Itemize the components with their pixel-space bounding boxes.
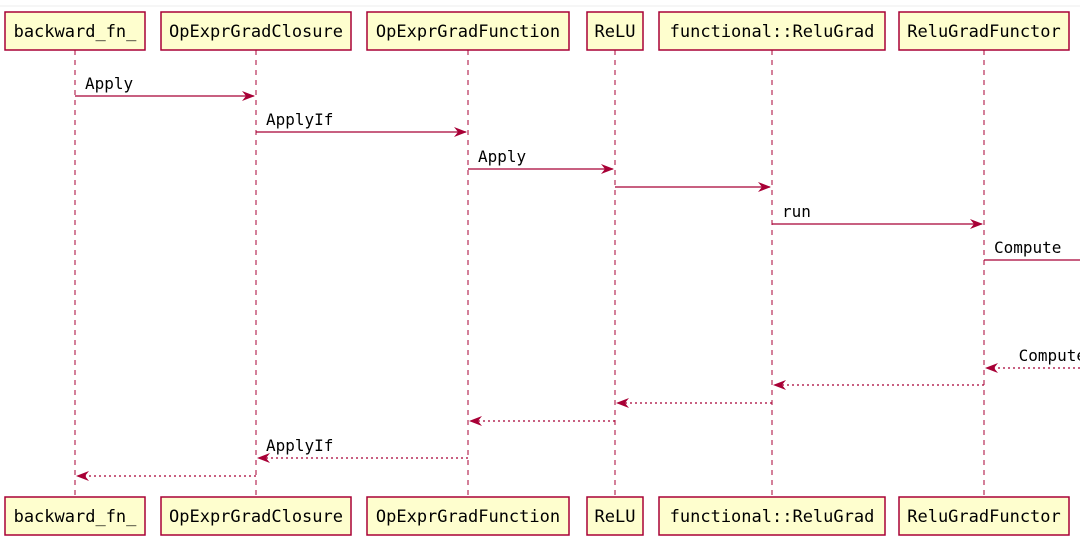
message-label: Apply: [478, 147, 527, 166]
messages: ApplyApplyIfApplyrunComputeComputeApplyI…: [75, 74, 1080, 481]
arrow-head: [970, 219, 983, 229]
arrow-head: [773, 380, 786, 390]
participant-label: ReLU: [595, 22, 636, 42]
participant-relu-bottom: ReLU: [586, 496, 644, 536]
participant-box: [4, 496, 146, 536]
participant-relugradfunctor-bottom: ReluGradFunctor: [898, 496, 1070, 536]
participant-label: ReluGradFunctor: [907, 22, 1061, 42]
arrow-head: [454, 127, 467, 137]
message-arrow: ApplyIf: [256, 110, 467, 137]
message-label: Compute: [994, 238, 1061, 257]
participant-label: OpExprGradFunction: [376, 507, 560, 527]
message-label: Apply: [85, 74, 134, 93]
participants-bottom: backward_fn_ OpExprGradClosure OpExprGradF…: [4, 496, 1070, 536]
participant-opexprgradfunction-bottom: OpExprGradFunction: [366, 496, 570, 536]
participant-box: [4, 11, 146, 51]
message-label: Compute: [1019, 346, 1080, 365]
participant-opexprgradclosure-bottom: OpExprGradClosure: [160, 496, 352, 536]
participant-label: OpExprGradClosure: [169, 507, 343, 527]
participant-backward-fn-bottom: backward_fn_: [4, 496, 146, 536]
message-arrow: Apply: [75, 74, 255, 101]
participant-label: functional::ReluGrad: [670, 22, 875, 42]
participant-functional-relugrad-top: functional::ReluGrad: [658, 11, 886, 51]
participant-label: functional::ReluGrad: [670, 507, 875, 527]
participant-label: ReluGradFunctor: [907, 507, 1061, 527]
message-arrow: [773, 380, 984, 390]
message-label: ApplyIf: [266, 110, 333, 129]
message-arrow: Compute: [985, 346, 1080, 373]
participant-box: [658, 11, 886, 51]
lifelines: [74, 50, 985, 497]
message-label: run: [782, 202, 811, 221]
participant-box: [366, 496, 570, 536]
participant-box: [160, 496, 352, 536]
message-arrow: ApplyIf: [257, 436, 468, 463]
participant-box: [658, 496, 886, 536]
message-label: ApplyIf: [266, 436, 333, 455]
participant-box: [898, 496, 1070, 536]
arrow-head: [601, 164, 614, 174]
participant-relugradfunctor-top: ReluGradFunctor: [898, 11, 1070, 51]
participant-label: OpExprGradClosure: [169, 22, 343, 42]
participant-opexprgradclosure-top: OpExprGradClosure: [160, 11, 352, 51]
participant-relu-top: ReLU: [586, 11, 644, 51]
message-arrow: Compute: [984, 238, 1080, 261]
participant-box: [586, 11, 644, 51]
participant-label: ReLU: [595, 507, 636, 527]
participant-label: backward_fn_: [14, 507, 138, 527]
participants-top: backward_fn_ OpExprGradClosure OpExprGradF…: [4, 11, 1070, 51]
participant-label: OpExprGradFunction: [376, 22, 560, 42]
participant-opexprgradfunction-top: OpExprGradFunction: [366, 11, 570, 51]
message-arrow: [469, 416, 615, 426]
arrow-head: [469, 416, 482, 426]
participant-label: backward_fn_: [14, 22, 138, 42]
participant-box: [366, 11, 570, 51]
message-arrow: [615, 182, 771, 192]
participant-box: [586, 496, 644, 536]
arrow-head: [76, 471, 89, 481]
arrow-head: [985, 363, 998, 373]
message-arrow: [616, 398, 772, 408]
participant-box: [898, 11, 1070, 51]
arrow-head: [257, 453, 270, 463]
message-arrow: run: [772, 202, 983, 229]
arrow-head: [616, 398, 629, 408]
message-arrow: Apply: [468, 147, 614, 174]
arrow-head: [758, 182, 771, 192]
message-arrow: [76, 471, 256, 481]
arrow-head: [242, 91, 255, 101]
participant-backward-fn-top: backward_fn_: [4, 11, 146, 51]
participant-functional-relugrad-bottom: functional::ReluGrad: [658, 496, 886, 536]
participant-box: [160, 11, 352, 51]
